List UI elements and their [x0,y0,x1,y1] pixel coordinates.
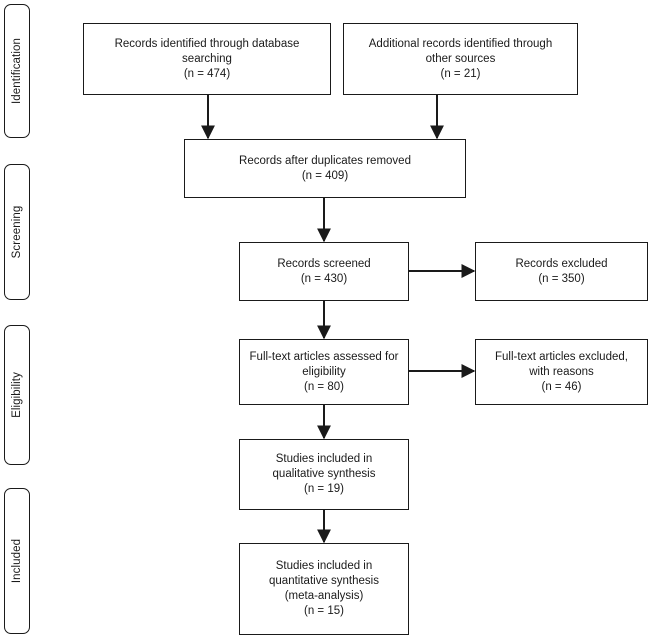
box-quantitative-synthesis: Studies included in quantitative synthes… [239,543,409,635]
duplicates-removed-count: (n = 409) [301,169,349,182]
other-sources-line1: Additional records identified through [368,37,553,50]
phase-identification: Identification [4,4,30,138]
qualitative-count: (n = 19) [304,483,344,495]
fulltext-excluded-line1: Full-text articles excluded, [495,350,628,363]
box-database-searching: Records identified through database sear… [83,23,331,95]
fulltext-assessed-count: (n = 80) [304,380,344,393]
screened-count: (n = 430) [300,272,348,285]
fulltext-assessed-line2: eligibility [302,365,346,378]
box-other-sources: Additional records identified through ot… [343,23,578,95]
quantitative-line1: Studies included in [275,560,373,572]
db-search-line1: Records identified through database [114,37,300,50]
fulltext-assessed-line1: Full-text articles assessed for [249,350,399,363]
box-duplicates-removed: Records after duplicates removed (n = 40… [184,139,466,198]
box-qualitative-synthesis: Studies included in qualitative synthesi… [239,439,409,510]
fulltext-excluded-line2: with reasons [529,365,594,378]
duplicates-removed-line1: Records after duplicates removed [239,154,411,167]
other-sources-count: (n = 21) [440,67,481,80]
excluded-line1: Records excluded [515,257,608,270]
other-sources-line2: other sources [425,52,496,65]
excluded-count: (n = 350) [538,272,585,285]
box-records-excluded: Records excluded (n = 350) [475,242,648,301]
quantitative-count: (n = 15) [304,605,344,617]
phase-included: Included [4,488,30,634]
phase-screening: Screening [4,164,30,300]
qualitative-line1: Studies included in [275,453,373,465]
box-fulltext-excluded: Full-text articles excluded, with reason… [475,339,648,405]
screened-line1: Records screened [277,257,371,270]
box-fulltext-assessed: Full-text articles assessed for eligibil… [239,339,409,405]
fulltext-excluded-count: (n = 46) [541,380,582,393]
db-search-count: (n = 474) [183,67,231,80]
quantitative-line3: (meta-analysis) [284,590,364,602]
box-records-screened: Records screened (n = 430) [239,242,409,301]
quantitative-line2: quantitative synthesis [269,575,379,587]
db-search-line2: searching [182,52,232,65]
qualitative-line2: qualitative synthesis [272,468,376,480]
phase-eligibility: Eligibility [4,325,30,465]
